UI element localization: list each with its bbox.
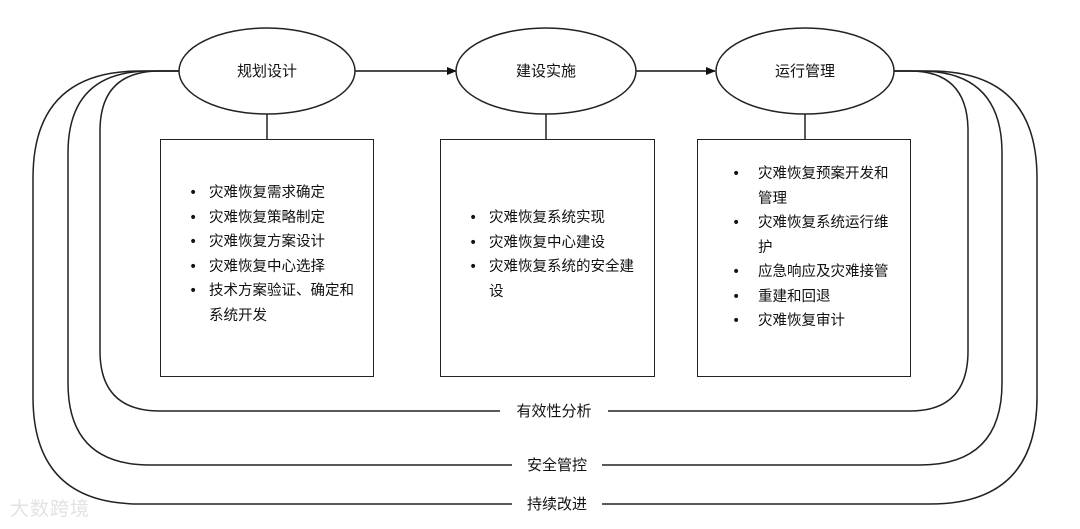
ops-task-list: 灾难恢复预案开发和管理 灾难恢复系统运行维护 应急响应及灾难接管 重建和回退 灾… [732, 162, 902, 334]
watermark-logo: 大数跨境 [10, 498, 91, 520]
list-item: 灾难恢复系统运行维护 [732, 211, 902, 260]
list-item: 灾难恢复预案开发和管理 [732, 162, 902, 211]
loop-improvement-label: 持续改进 [527, 495, 587, 513]
list-item: 灾难恢复方案设计 [185, 230, 365, 255]
loop-effectiveness-label: 有效性分析 [516, 402, 591, 420]
panel-build-tasks: 灾难恢复系统实现 灾难恢复中心建设 灾难恢复系统的安全建设 [440, 139, 655, 377]
panel-planning-tasks: 灾难恢复需求确定 灾难恢复策略制定 灾难恢复方案设计 灾难恢复中心选择 技术方案… [160, 139, 374, 377]
planning-task-list: 灾难恢复需求确定 灾难恢复策略制定 灾难恢复方案设计 灾难恢复中心选择 技术方案… [185, 181, 365, 328]
stage-build [455, 27, 637, 115]
list-item: 灾难恢复需求确定 [185, 181, 365, 206]
stage-planning-label: 规划设计 [237, 62, 297, 80]
panel-ops-tasks: 灾难恢复预案开发和管理 灾难恢复系统运行维护 应急响应及灾难接管 重建和回退 灾… [697, 139, 911, 377]
list-item: 灾难恢复中心建设 [465, 231, 646, 256]
stage-build-label: 建设实施 [516, 62, 576, 80]
list-item: 灾难恢复系统实现 [465, 206, 646, 231]
stage-planning [178, 27, 356, 115]
list-item: 技术方案验证、确定和系统开发 [185, 279, 365, 328]
loop-security-label: 安全管控 [527, 456, 587, 474]
list-item: 灾难恢复系统的安全建设 [465, 255, 646, 304]
list-item: 灾难恢复审计 [732, 309, 902, 334]
stage-ops [715, 27, 895, 115]
list-item: 灾难恢复策略制定 [185, 206, 365, 231]
list-item: 灾难恢复中心选择 [185, 255, 365, 280]
build-task-list: 灾难恢复系统实现 灾难恢复中心建设 灾难恢复系统的安全建设 [465, 206, 646, 304]
list-item: 应急响应及灾难接管 [732, 260, 902, 285]
stage-ops-label: 运行管理 [775, 62, 835, 80]
loop-effectiveness [99, 70, 969, 412]
list-item: 重建和回退 [732, 285, 902, 310]
loop-improvement [32, 70, 1038, 505]
loop-security [67, 70, 1003, 466]
